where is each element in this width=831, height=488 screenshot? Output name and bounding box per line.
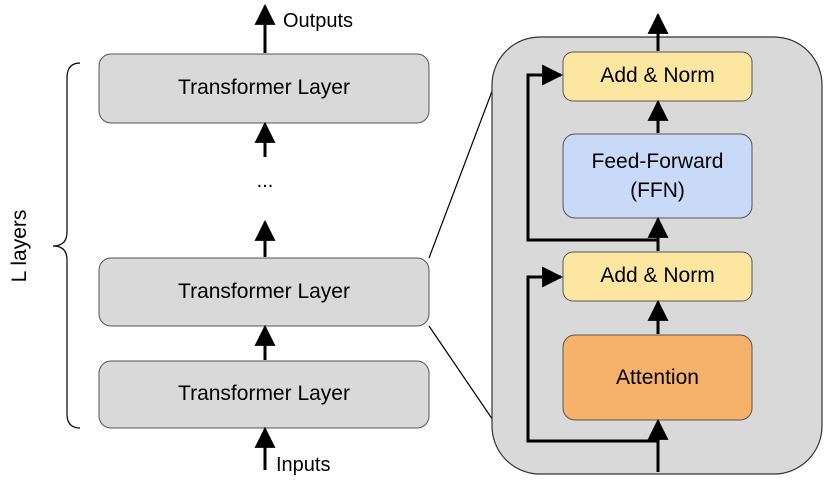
outputs-label: Outputs	[283, 10, 354, 32]
l-layers-label: L layers	[8, 209, 31, 283]
add-norm-bottom-label: Add & Norm	[600, 264, 715, 287]
residual-connection-top	[526, 64, 658, 242]
add-norm-top-label: Add & Norm	[600, 64, 715, 87]
layers-brace	[52, 62, 81, 429]
ellipsis-label: ...	[256, 170, 274, 192]
zoom-line-top	[428, 85, 495, 259]
residual-connection-bottom	[526, 266, 658, 443]
ffn-label-line1: Feed-Forward	[591, 150, 724, 173]
transformer-layer-middle-label: Transformer Layer	[178, 280, 350, 303]
zoom-line-bottom	[428, 325, 498, 427]
transformer-layer-top-label: Transformer Layer	[178, 76, 350, 99]
ffn-label-line2: (FFN)	[630, 179, 685, 202]
inputs-label: Inputs	[276, 454, 331, 476]
attention-label: Attention	[616, 366, 699, 389]
transformer-layer-bottom-label: Transformer Layer	[178, 382, 350, 405]
ffn-box	[562, 133, 753, 219]
